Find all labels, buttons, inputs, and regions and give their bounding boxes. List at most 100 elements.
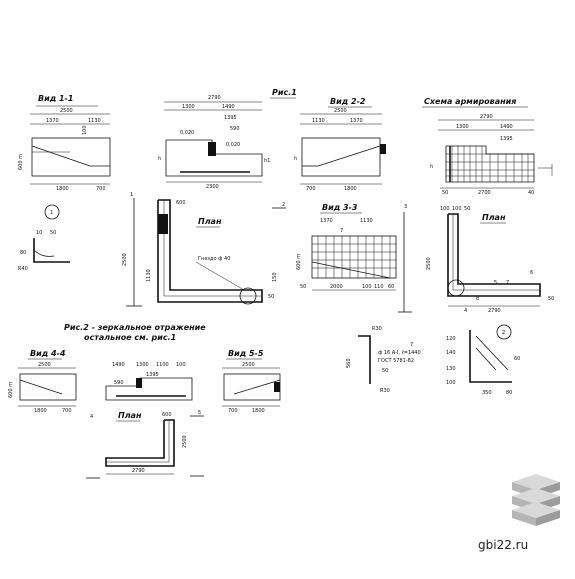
dim-total: 2790 (480, 114, 493, 120)
dim-h: 2790 (488, 308, 501, 314)
dim-bot: 2000 (330, 284, 343, 290)
dim-c: R40 (18, 266, 28, 272)
detail-1-mark: 1 (50, 210, 53, 216)
reinforcement-scheme: Схема армирования 2790 1300 1490 1395 27… (422, 97, 553, 196)
scheme-title: Схема армирования (424, 97, 516, 106)
dim-h: 560 (346, 358, 352, 368)
rebar-grid-33 (312, 236, 396, 278)
fig-1-elevation: Рис.1 2790 1300 1490 1395 590 0,020 0,02… (158, 88, 297, 190)
dim-side: 150 (272, 272, 278, 282)
dim-b: 50 (50, 230, 56, 236)
rebar-detail: R30 560 ф 16 А-I, ℓ=1440 ГОСТ 5781-82 7 … (346, 326, 421, 394)
view-4-4-title: Вид 4-4 (30, 349, 66, 358)
view-5-5: Вид 5-5 2500 700 1800 (222, 349, 281, 414)
n7: 7 (340, 228, 343, 234)
r2: R30 (380, 388, 390, 394)
dim-h: h (430, 164, 433, 170)
dim-bot: 2700 (478, 190, 491, 196)
dim-a: 1370 (320, 218, 333, 224)
dim-e: 590 (114, 380, 124, 386)
dim-c: 1395 (500, 136, 513, 142)
dim-d: 140 (446, 350, 456, 356)
dim-f: 0,020 (226, 142, 240, 148)
detail-2-mark: 2 (502, 330, 505, 336)
dim-b: 1370 (350, 118, 363, 124)
dim-a: 1490 (112, 362, 125, 368)
detail-1: 1 10 50 R40 80 (18, 204, 70, 272)
r1: R30 (372, 326, 382, 332)
dim-b: 1300 (136, 362, 149, 368)
dim-top2: 100 (452, 206, 462, 212)
dim-r: 40 (528, 190, 534, 196)
dim-f: 1395 (146, 372, 159, 378)
dim-a: 1130 (312, 118, 325, 124)
view-2-2-title: Вид 2-2 (330, 97, 366, 106)
plan-1-title: План (198, 217, 222, 226)
gost: ГОСТ 5781-82 (378, 358, 414, 364)
dim-t: 600 (176, 200, 186, 206)
dim-a: 10 (36, 230, 42, 236)
detail-2: 2 350 80 130 140 120 100 60 (446, 324, 520, 396)
dim-h: 600 m (8, 382, 14, 398)
dim-e: 120 (446, 336, 456, 342)
dim-d: 110 (374, 284, 384, 290)
dim-a: 350 (482, 390, 492, 396)
mark-2: 2 (282, 202, 285, 208)
spec: ф 16 А-I, ℓ=1440 (378, 350, 421, 356)
dim-d: 590 (230, 126, 240, 132)
dim-bot-a: 700 (306, 186, 316, 192)
view-2-2: Вид 2-2 2500 1130 1370 700 1800 h (294, 97, 386, 192)
dim-s: 50 (464, 206, 470, 212)
dim-b: 1490 (500, 124, 513, 130)
fig-2-title: Рис.2 - зеркальное отражение (64, 323, 206, 332)
dim-f: 50 (300, 284, 306, 290)
dim-b: 700 (62, 408, 72, 414)
plan-3: План 4 5 600 2500 2790 (86, 410, 204, 479)
mark-1: 1 (130, 192, 133, 198)
dim-b: 1130 (360, 218, 373, 224)
dim-bot-a: 1800 (56, 186, 69, 192)
dim-h: h (294, 156, 297, 162)
dim-d: 80 (20, 250, 26, 256)
n6: 6 (530, 270, 533, 276)
view-5-5-title: Вид 5-5 (228, 349, 264, 358)
dim-a: 1300 (456, 124, 469, 130)
dim-b: 1800 (252, 408, 265, 414)
site-url: gbi22.ru (478, 538, 529, 552)
dim-g: 2300 (206, 184, 219, 190)
dim-c: 1100 (156, 362, 169, 368)
dim-a: 1370 (46, 118, 59, 124)
dim-total: 2500 (242, 362, 255, 368)
dim-t: 600 (162, 412, 172, 418)
dim-h1: 1130 (146, 269, 152, 282)
dim-c: 1395 (224, 115, 237, 121)
dim-e: 0,020 (180, 130, 194, 136)
dim-bot-b: 1800 (344, 186, 357, 192)
dim-h: h (158, 156, 161, 162)
dim-r: 50 (548, 296, 554, 302)
fig-1-title: Рис.1 (272, 88, 297, 97)
dim-f: 50 (382, 368, 388, 374)
n7: 7 (410, 342, 413, 348)
fig-2-subtitle: остальное см. рис.1 (84, 333, 176, 342)
dim-total: 2500 (60, 108, 73, 114)
plan-3-title: План (118, 411, 142, 420)
dim-e: 60 (388, 284, 394, 290)
mark-3: 3 (404, 204, 407, 210)
dim-f: 100 (446, 380, 456, 386)
dim-b: 80 (506, 390, 512, 396)
dim-c: 100 (82, 125, 88, 135)
dim-g: 60 (514, 356, 520, 362)
dim-c: 100 (362, 284, 372, 290)
fig-2-caption: Рис.2 - зеркальное отражение остальное с… (64, 323, 206, 342)
dim-total: 2500 (38, 362, 51, 368)
dim-l: 50 (442, 190, 448, 196)
n5: 5 (494, 280, 497, 286)
plan-2: План 3 100 100 50 2500 2790 6 5 8 4 7 50 (398, 204, 554, 314)
gbi22-logo (512, 474, 560, 526)
view-1-1: Вид 1-1 2500 1370 1130 100 600 m 1800 70… (18, 94, 111, 192)
dim-h-left: 600 m (18, 154, 24, 170)
dim-a: 1300 (182, 104, 195, 110)
dim-c: 130 (446, 366, 456, 372)
